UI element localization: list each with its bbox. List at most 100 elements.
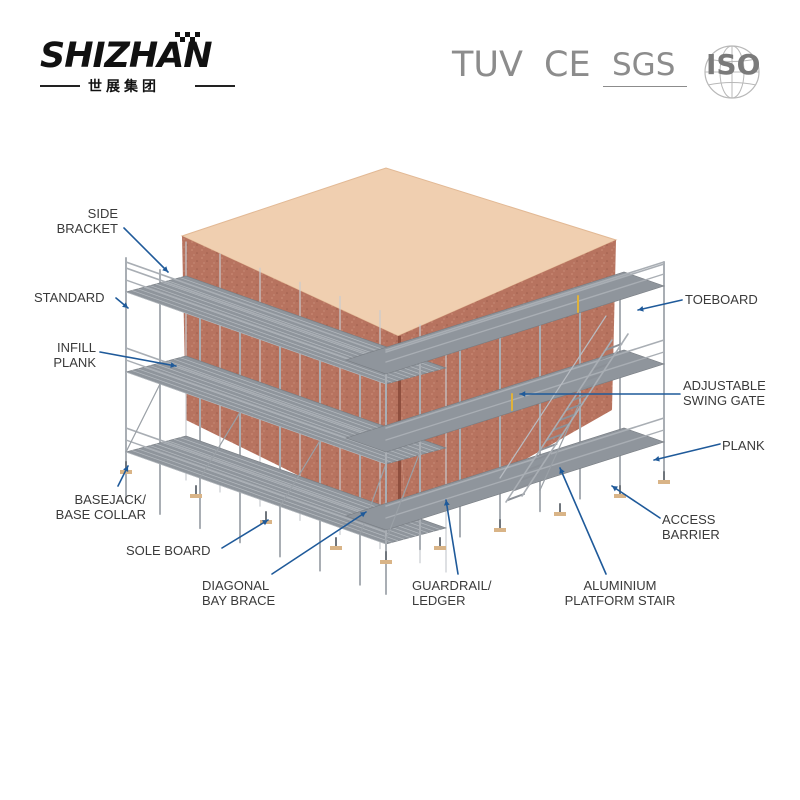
leader-infill-plank xyxy=(99,351,177,367)
stair-tread xyxy=(546,433,564,441)
label-line: STANDARD xyxy=(34,290,105,305)
mid-ledger xyxy=(385,273,665,363)
label-line: BAY BRACE xyxy=(202,593,276,608)
stair-tread xyxy=(578,383,597,391)
sole-board xyxy=(614,494,626,498)
label-infill-plank: INFILL PLANK xyxy=(30,340,96,370)
stair-tread xyxy=(565,403,584,411)
plank-seam xyxy=(125,451,387,545)
label-line: BASE COLLAR xyxy=(55,507,146,522)
label-diagonal-bay-brace: DIAGONAL BAY BRACE xyxy=(202,578,275,608)
guardrail-ledger xyxy=(125,267,387,361)
plank-seam xyxy=(125,371,387,465)
label-line: INFILL xyxy=(56,340,96,355)
plank-seam xyxy=(143,366,405,460)
label-adjustable-swing-gate: ADJUSTABLE SWING GATE xyxy=(683,378,766,408)
top-guardrail xyxy=(385,263,665,353)
label-toeboard: TOEBOARD xyxy=(685,292,758,307)
diagonal-bay-brace xyxy=(359,463,387,536)
stair-tread xyxy=(591,363,610,371)
leader-plank-arrowhead xyxy=(654,455,660,462)
label-line: ALUMINIUM xyxy=(583,578,657,593)
sole-board xyxy=(330,546,342,550)
stair-tread xyxy=(585,373,603,381)
mid-ledger xyxy=(125,439,387,533)
plank-seam xyxy=(125,291,387,385)
stair-tread xyxy=(539,443,558,451)
stair-handrail xyxy=(499,315,607,479)
leader-sole-board-arrowhead xyxy=(262,520,268,526)
checkered-flag-icon xyxy=(175,32,200,42)
guardrail-ledger xyxy=(125,347,387,441)
label-line: BARRIER xyxy=(662,527,720,542)
sole-board xyxy=(190,494,202,498)
label-plank: PLANK xyxy=(722,438,765,453)
diagonal-bay-brace xyxy=(199,411,241,479)
stair-stringer xyxy=(505,339,613,503)
label-line: LEDGER xyxy=(412,593,466,608)
leader-toeboard-arrowhead xyxy=(638,306,644,312)
plank-seam xyxy=(137,288,399,382)
diagonal-bay-brace xyxy=(279,440,321,508)
sole-board xyxy=(434,546,446,550)
plank-seam xyxy=(131,450,393,543)
guardrail-ledger xyxy=(385,339,665,429)
label-line: ACCESS xyxy=(662,512,716,527)
leader-diagonal-bay-brace xyxy=(271,511,367,575)
cert-sgs: SGS xyxy=(612,47,676,83)
plank-deck xyxy=(345,271,665,375)
label-standard: STANDARD xyxy=(34,290,105,305)
leader-lines xyxy=(99,227,721,575)
mid-ledger xyxy=(125,359,387,453)
leader-basejack-arrowhead xyxy=(123,466,129,472)
leader-guardrail-ledger xyxy=(445,499,459,575)
label-basejack: BASEJACK/ BASE COLLAR xyxy=(40,492,146,522)
label-line: PLATFORM STAIR xyxy=(564,593,676,608)
leader-aluminium-platform-stair-arrowhead xyxy=(559,468,565,474)
leader-infill-plank-arrowhead xyxy=(170,362,176,368)
label-line: TOEBOARD xyxy=(685,292,758,307)
stair-tread xyxy=(533,453,551,461)
label-line: ADJUSTABLE xyxy=(683,378,766,393)
top-guardrail xyxy=(125,261,387,355)
stair-tread xyxy=(520,473,538,481)
plank-seam xyxy=(131,370,393,463)
label-line: DIAGONAL xyxy=(202,578,270,593)
stair-tread xyxy=(507,493,525,501)
brand-logo: SHIZHAN 世展集团 xyxy=(40,32,235,96)
label-line: BRACKET xyxy=(56,221,118,236)
label-guardrail-ledger: GUARDRAIL/ LEDGER xyxy=(412,578,491,608)
label-side-bracket: SIDE BRACKET xyxy=(40,206,118,236)
cert-tuv: TUV xyxy=(452,45,523,85)
plank-seam xyxy=(131,290,393,383)
mid-ledger xyxy=(125,279,387,373)
label-line: PLANK xyxy=(722,438,765,453)
diagonal-bay-brace xyxy=(385,451,421,541)
sole-board xyxy=(380,560,392,564)
sgs-underline xyxy=(603,86,687,87)
leader-plank xyxy=(653,443,721,461)
leader-access-barrier xyxy=(611,485,661,519)
sole-board xyxy=(658,480,670,484)
diagonal-bay-brace xyxy=(125,383,161,453)
sole-board xyxy=(494,528,506,532)
stair-tread xyxy=(552,423,571,431)
scaffold-structure xyxy=(120,167,670,595)
plank-deck xyxy=(345,427,665,531)
label-aluminium-platform-stair: ALUMINIUM PLATFORM STAIR xyxy=(550,578,690,608)
leader-toeboard xyxy=(637,299,683,311)
guardrail-ledger xyxy=(385,417,665,507)
label-sole-board: SOLE BOARD xyxy=(126,543,211,558)
sole-board xyxy=(120,470,132,474)
leader-aluminium-platform-stair xyxy=(559,467,607,575)
cert-ce: CE xyxy=(544,45,591,85)
label-line: BASEJACK/ xyxy=(74,492,146,507)
leader-standard-arrowhead xyxy=(122,302,128,308)
stair-tread xyxy=(526,463,545,471)
leader-guardrail-ledger-arrowhead xyxy=(444,500,450,506)
brand-divider-right xyxy=(195,85,235,87)
label-access-barrier: ACCESS BARRIER xyxy=(662,512,720,542)
globe-icon xyxy=(704,45,760,99)
